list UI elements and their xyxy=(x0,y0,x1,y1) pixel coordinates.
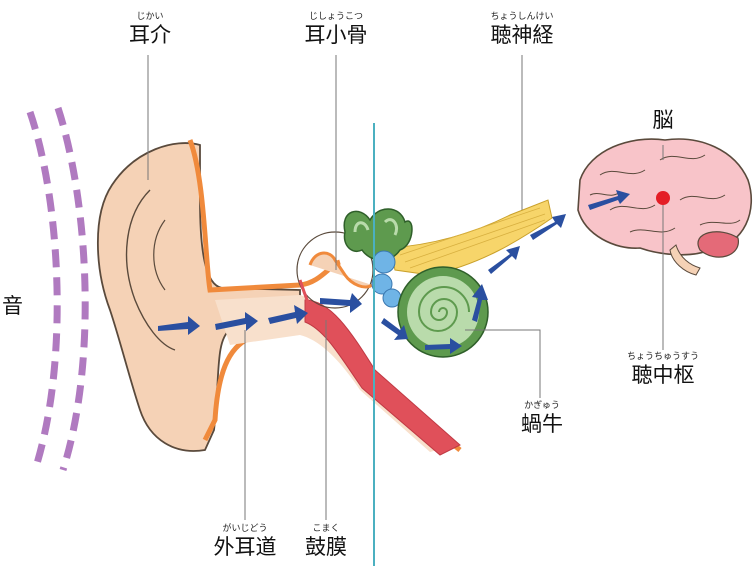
label-ear-canal: がいじどう 外耳道 xyxy=(207,524,283,559)
ossicle-bones xyxy=(310,253,372,287)
label-sound: 音 xyxy=(2,290,23,320)
sound-wave-inner xyxy=(58,108,85,470)
label-brain: 脳 xyxy=(643,108,683,132)
auditory-center-dot xyxy=(656,191,670,205)
label-cochlea: かぎゅう 蝸牛 xyxy=(514,401,570,436)
vestibule-sphere-1 xyxy=(373,251,395,273)
label-ossicles: じしょうこつ 耳小骨 xyxy=(298,12,374,47)
canal-upper-wall xyxy=(190,140,340,290)
sound-wave-outer xyxy=(30,112,57,470)
label-auditory-nerve: ちょうしんけい 聴神経 xyxy=(478,12,566,47)
nerve-bundle xyxy=(390,200,552,275)
label-auricle: じかい 耳介 xyxy=(120,12,180,47)
cerebellum xyxy=(698,232,738,257)
label-eardrum: こまく 鼓膜 xyxy=(298,524,354,559)
label-auditory-center: ちょうちゅうすう 聴中枢 xyxy=(612,352,714,387)
